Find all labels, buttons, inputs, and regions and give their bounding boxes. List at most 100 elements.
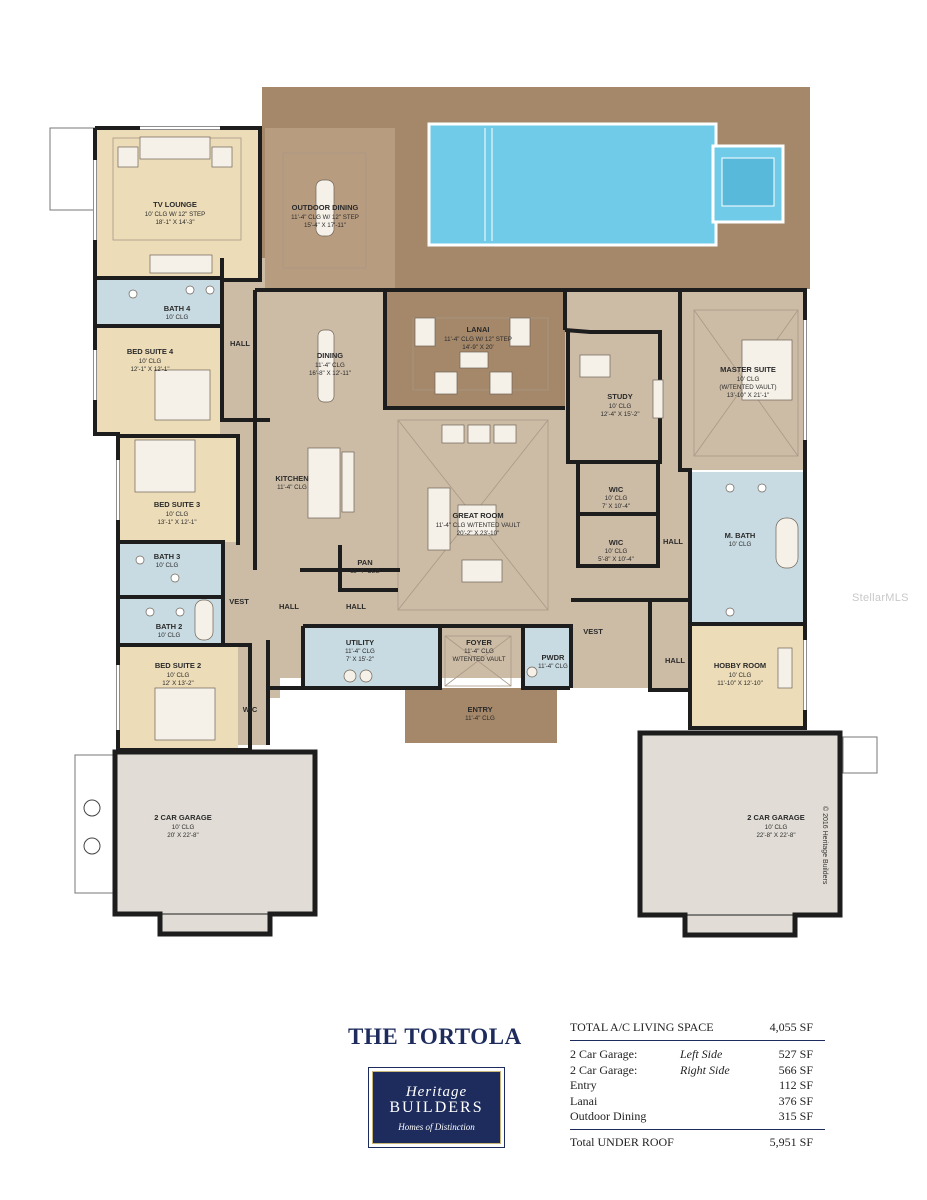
bed-suite-2-bed — [154, 687, 216, 741]
logo-line-1: Heritage — [405, 1083, 468, 1100]
total-ac-label: TOTAL A/C LIVING SPACE — [570, 1020, 714, 1034]
svg-text:10' CLG: 10' CLG — [166, 314, 189, 321]
svg-text:11'-4" CLG: 11'-4" CLG — [465, 715, 495, 722]
svg-text:7' X 15'-2": 7' X 15'-2" — [346, 656, 374, 663]
svg-text:5'-8" X 10'-4": 5'-8" X 10'-4" — [598, 556, 634, 563]
label-bath-3: BATH 3 10' CLG — [154, 552, 181, 569]
label-master-suite: MASTER SUITE 10' CLG (W/TENTED VAULT) 13… — [719, 365, 776, 399]
svg-text:HALL: HALL — [230, 339, 250, 348]
total-under-roof-value: 5,951 SF — [769, 1134, 813, 1149]
sf-side: Right Side — [680, 1062, 730, 1077]
label-hall-3: HALL — [279, 602, 299, 611]
svg-text:BED SUITE 4: BED SUITE 4 — [127, 347, 174, 356]
label-hall-5: HALL — [665, 656, 685, 665]
svg-text:WIC: WIC — [609, 538, 624, 547]
sf-value: 566 SF — [778, 1062, 813, 1077]
svg-text:MASTER SUITE: MASTER SUITE — [720, 365, 776, 374]
sf-row: Entry 112 SF — [570, 1078, 825, 1094]
svg-text:DINING: DINING — [317, 351, 343, 360]
svg-text:11'-4" CLG W/ 12" STEP: 11'-4" CLG W/ 12" STEP — [291, 214, 359, 221]
sf-row: 2 Car Garage: Right Side 566 SF — [570, 1063, 825, 1079]
sf-label: Lanai — [570, 1093, 598, 1108]
sf-row: 2 Car Garage: Left Side 527 SF — [570, 1047, 825, 1063]
bed-suite-3-bed — [134, 439, 196, 493]
svg-text:13'-10" X 21'-1": 13'-10" X 21'-1" — [727, 392, 770, 399]
svg-text:12'-1" X 12'-1": 12'-1" X 12'-1" — [130, 366, 169, 373]
svg-text:12' X 13'-2": 12' X 13'-2" — [162, 680, 193, 687]
tub — [775, 517, 799, 569]
label-vest-2: VEST — [583, 627, 603, 636]
svg-text:10' CLG: 10' CLG — [156, 562, 179, 569]
sf-label: Entry — [570, 1078, 597, 1092]
sf-value: 112 SF — [779, 1078, 813, 1092]
label-bed-suite-4: BED SUITE 4 10' CLG 12'-1" X 12'-1" — [127, 347, 174, 373]
label-wic-3: WIC — [243, 705, 258, 714]
label-tv-lounge: TV LOUNGE 10' CLG W/ 12" STEP 18'-1" X 1… — [145, 200, 205, 226]
svg-text:UTILITY: UTILITY — [346, 638, 374, 647]
square-footage-table: TOTAL A/C LIVING SPACE 4,055 SF 2 Car Ga… — [570, 1018, 825, 1150]
total-ac-value: 4,055 SF — [769, 1020, 813, 1034]
label-garage-right: 2 CAR GARAGE 10' CLG 22'-8" X 22'-8" — [747, 813, 805, 839]
svg-text:10' CLG: 10' CLG — [139, 358, 162, 365]
sf-label: 2 Car Garage: — [570, 1062, 638, 1077]
svg-text:10' CLG: 10' CLG — [167, 672, 190, 679]
total-ac-row: TOTAL A/C LIVING SPACE 4,055 SF — [570, 1018, 825, 1041]
svg-text:15'-4" X 17'-11": 15'-4" X 17'-11" — [304, 222, 346, 229]
svg-text:PWDR: PWDR — [542, 653, 565, 662]
great-room-sofa — [427, 487, 451, 551]
svg-text:PAN: PAN — [357, 558, 372, 567]
svg-text:11'-4" CLG W/TENTED VAULT: 11'-4" CLG W/TENTED VAULT — [436, 522, 521, 529]
svg-text:HALL: HALL — [346, 602, 366, 611]
outdoor-dining-table — [315, 179, 335, 237]
svg-text:13'-1" X 12'-1": 13'-1" X 12'-1" — [157, 519, 196, 526]
svg-text:10' CLG: 10' CLG — [609, 403, 632, 410]
watermark: StellarMLS — [852, 592, 909, 604]
label-hobby-room: HOBBY ROOM 10' CLG 11'-10" X 12'-10" — [714, 661, 766, 687]
label-foyer: FOYER 11'-4" CLG W/TENTED VAULT — [452, 638, 505, 663]
svg-text:11'-4" CLG: 11'-4" CLG — [277, 484, 307, 491]
sf-row: Outdoor Dining 315 SF — [570, 1109, 825, 1125]
svg-text:VEST: VEST — [229, 597, 249, 606]
plan-title: THE TORTOLA — [348, 1024, 522, 1049]
floor-plan: TV LOUNGE 10' CLG W/ 12" STEP 18'-1" X 1… — [49, 87, 878, 938]
left-garage — [115, 752, 315, 914]
label-vest-1: VEST — [229, 597, 249, 606]
svg-text:W/TENTED VAULT: W/TENTED VAULT — [452, 656, 505, 663]
dining-table — [317, 329, 335, 403]
sf-value: 315 SF — [778, 1109, 813, 1123]
svg-text:11'-10" X 12'-10": 11'-10" X 12'-10" — [717, 680, 763, 687]
svg-text:FOYER: FOYER — [466, 638, 492, 647]
svg-text:11'-4" CLG: 11'-4" CLG — [345, 648, 375, 655]
svg-text:11'-4" CLG: 11'-4" CLG — [464, 648, 494, 655]
label-garage-left: 2 CAR GARAGE 10' CLG 20' X 22'-8" — [154, 813, 212, 839]
svg-text:WIC: WIC — [243, 705, 258, 714]
pool — [427, 122, 718, 247]
entry-porch — [405, 688, 557, 743]
svg-text:BED SUITE 2: BED SUITE 2 — [155, 661, 201, 670]
label-hall-2: HALL — [663, 537, 683, 546]
kitchen-island — [307, 447, 341, 519]
svg-text:20'-2" X 23'-10": 20'-2" X 23'-10" — [457, 530, 500, 537]
svg-text:22'-8" X 22'-8": 22'-8" X 22'-8" — [756, 832, 795, 839]
label-great-room: GREAT ROOM 11'-4" CLG W/TENTED VAULT 20'… — [436, 511, 521, 537]
svg-text:10' CLG: 10' CLG — [605, 548, 628, 555]
svg-text:20' X 22'-8": 20' X 22'-8" — [167, 832, 198, 839]
label-wic-1: WIC 10' CLG 7' X 10'-4" — [602, 485, 630, 510]
svg-text:BATH 4: BATH 4 — [164, 304, 191, 313]
svg-text:11'-4" CLG: 11'-4" CLG — [350, 568, 380, 575]
label-hall-4: HALL — [346, 602, 366, 611]
svg-text:STUDY: STUDY — [607, 392, 632, 401]
svg-text:HOBBY ROOM: HOBBY ROOM — [714, 661, 766, 670]
svg-text:WIC: WIC — [609, 485, 624, 494]
svg-text:(W/TENTED VAULT): (W/TENTED VAULT) — [719, 384, 776, 391]
heritage-builders-logo: Heritage BUILDERS Homes of Distinction — [368, 1067, 505, 1148]
label-dining: DINING 11'-4" CLG 16'-8" X 12'-11" — [309, 351, 351, 377]
svg-text:ENTRY: ENTRY — [467, 705, 492, 714]
sf-label: Outdoor Dining — [570, 1109, 647, 1123]
svg-text:2 CAR GARAGE: 2 CAR GARAGE — [154, 813, 212, 822]
svg-text:M. BATH: M. BATH — [725, 531, 756, 540]
svg-text:12'-4" X 15'-2": 12'-4" X 15'-2" — [600, 411, 639, 418]
label-m-bath: M. BATH 10' CLG — [725, 531, 756, 548]
svg-text:10' CLG: 10' CLG — [729, 672, 752, 679]
svg-text:HALL: HALL — [665, 656, 685, 665]
